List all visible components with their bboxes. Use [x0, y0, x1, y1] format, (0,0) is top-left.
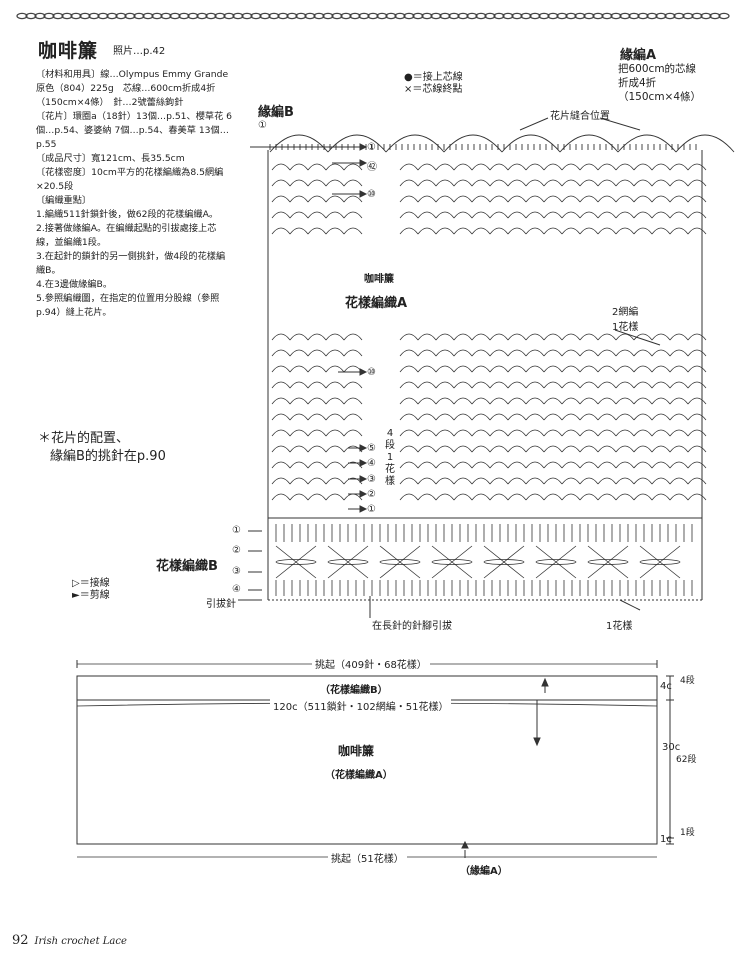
edging-b-label: 緣編B [258, 105, 294, 120]
one-motif-text: 1花樣 [612, 322, 639, 333]
materials-line: 〔成品尺寸〕寬121cm、長35.5cm [36, 153, 185, 164]
materials-line: 1.編織511針鎖針後，做62段的花樣編織A。 [36, 209, 219, 220]
dim-mid-rows: 62段 [676, 755, 697, 765]
row-number: ① [367, 142, 376, 153]
legend-item: ●＝接上芯線 [404, 72, 463, 83]
row-number: ③ [232, 566, 241, 577]
materials-line: 〔材料和用具〕線…Olympus Emmy Grande [36, 69, 229, 80]
one-motif-bottom-label: 1花樣 [606, 621, 633, 632]
row-number: ③ [367, 474, 376, 485]
vertical-char: 段 [385, 440, 395, 451]
long-stitch-note: 在長針的針腳引拔 [372, 621, 452, 632]
row-number: ① [367, 504, 376, 515]
dim-mid: 30c [662, 742, 681, 753]
legend-item: ▷＝接線 [72, 578, 110, 589]
materials-line: ×20.5段 [36, 181, 74, 192]
edging-a-note: 把600cm的芯線 折成4折 （150cm×4條） [618, 62, 701, 104]
row-number: ⑤ [367, 443, 376, 454]
dim-top-rows: 4段 [680, 676, 695, 686]
schematic-width: 120c（511鎖針・102網編・51花樣） [270, 698, 452, 713]
schematic-name: 咖啡簾 [338, 744, 375, 758]
vertical-char: 樣 [385, 476, 395, 487]
row-number: ④ [367, 458, 376, 469]
pattern-a-label: 花樣編織A [345, 296, 408, 311]
materials-line: （150cm×4條） 針…2號蕾絲鉤針 [36, 97, 184, 108]
materials-line: 〔花片〕環圈a（18針）13個…p.51、櫻草花 6 [36, 111, 233, 122]
side-note-line: ＊花片的配置、 [38, 431, 130, 446]
row-number: ④ [232, 584, 241, 595]
materials-line: 2.接著做緣編A。在編織起點的引拔處接上芯 [36, 223, 217, 234]
pickup-top-label: 挑起（409針・68花樣） [312, 656, 430, 671]
edging-a-note-line: 折成4折 [618, 77, 657, 89]
schematic-pattern-a: （花樣編織A） [325, 770, 393, 781]
side-note-line: 緣編B的挑針在p.90 [50, 449, 166, 464]
legend-item: ×＝芯線終點 [404, 84, 463, 95]
page-footer: 92 Irish crochet Lace [12, 933, 127, 948]
vertical-char: 1 [386, 452, 394, 463]
materials-line: 線，並編織1段。 [36, 237, 107, 248]
row-number: ② [232, 545, 241, 556]
photo-reference: 照片…p.42 [113, 46, 166, 57]
mesh-pattern-rows [271, 163, 707, 501]
row-number: ㊷ [367, 162, 377, 173]
pickup-bottom-label: 挑起（51花樣） [328, 850, 407, 865]
materials-line: 4.在3邊做緣編B。 [36, 279, 113, 290]
row-number: ⑩ [367, 367, 376, 378]
two-mesh-text: 2網編 [612, 307, 639, 318]
row-number: ⑩ [367, 189, 376, 200]
row-number: ① [232, 525, 241, 536]
vertical-char: 4 [386, 428, 394, 439]
dim-top: 4c [660, 681, 672, 692]
materials-line: 〔編織重點〕 [36, 195, 92, 206]
motif-position-label: 花片縫合位置 [550, 111, 610, 122]
materials-line: p.55 [36, 139, 57, 150]
schematic-edging-a: （緣編A） [460, 866, 508, 877]
edging-scallops [269, 134, 735, 153]
materials-line: 原色（804）225g 芯線…600cm折成4折 [36, 83, 216, 94]
materials-line: 3.在起針的鎖針的另一側挑針，做4段的花樣編 [36, 251, 226, 262]
page-title: 咖啡簾 [38, 40, 99, 62]
materials-line: p.94）縫上花片。 [36, 307, 112, 318]
materials-line: 5.參照編織圖，在指定的位置用分股線（參照 [36, 293, 220, 304]
symbol-legend-bottom: ▷＝接線 ►＝剪線 [72, 578, 110, 602]
symbol-legend-top: ●＝接上芯線 ×＝芯線終點 [404, 72, 463, 96]
four-rows-one-motif-label: 4 段 1 花 樣 [385, 428, 395, 488]
pattern-b-label: 花樣編織B [156, 559, 218, 574]
book-title: Irish crochet Lace [34, 936, 127, 947]
legend-item: ►＝剪線 [72, 590, 110, 601]
decorative-chain-border [16, 12, 730, 20]
edging-a-note-line: （150cm×4條） [618, 91, 702, 103]
vertical-char: 花 [385, 464, 395, 475]
materials-line: 織B。 [36, 265, 61, 276]
materials-line: 〔花樣密度〕10cm平方的花樣編織為8.5網編 [36, 167, 224, 178]
foundation-label: 引拔針 [206, 599, 236, 610]
edging-a-title: 緣編A [620, 48, 657, 63]
edging-a-note-line: 把600cm的芯線 [618, 63, 697, 75]
materials-line: 個…p.54、婆婆納 7個…p.54、春美草 13個… [36, 125, 229, 136]
page-number: 92 [12, 933, 29, 948]
dim-bot: 1c [660, 834, 672, 845]
dim-bot-rows: 1段 [680, 828, 695, 838]
curtain-label: 咖啡簾 [364, 274, 394, 285]
row-number: ① [258, 120, 267, 131]
row-number: ② [367, 489, 376, 500]
pattern-b-stitches [275, 524, 693, 596]
two-mesh-label: 2網編 1花樣 [612, 303, 638, 333]
materials-instructions: 〔材料和用具〕線…Olympus Emmy Grande 原色（804）225g… [36, 68, 246, 320]
schematic-pattern-b: （花樣編織B） [320, 685, 388, 696]
side-note: ＊花片的配置、 緣編B的挑針在p.90 [38, 430, 166, 466]
